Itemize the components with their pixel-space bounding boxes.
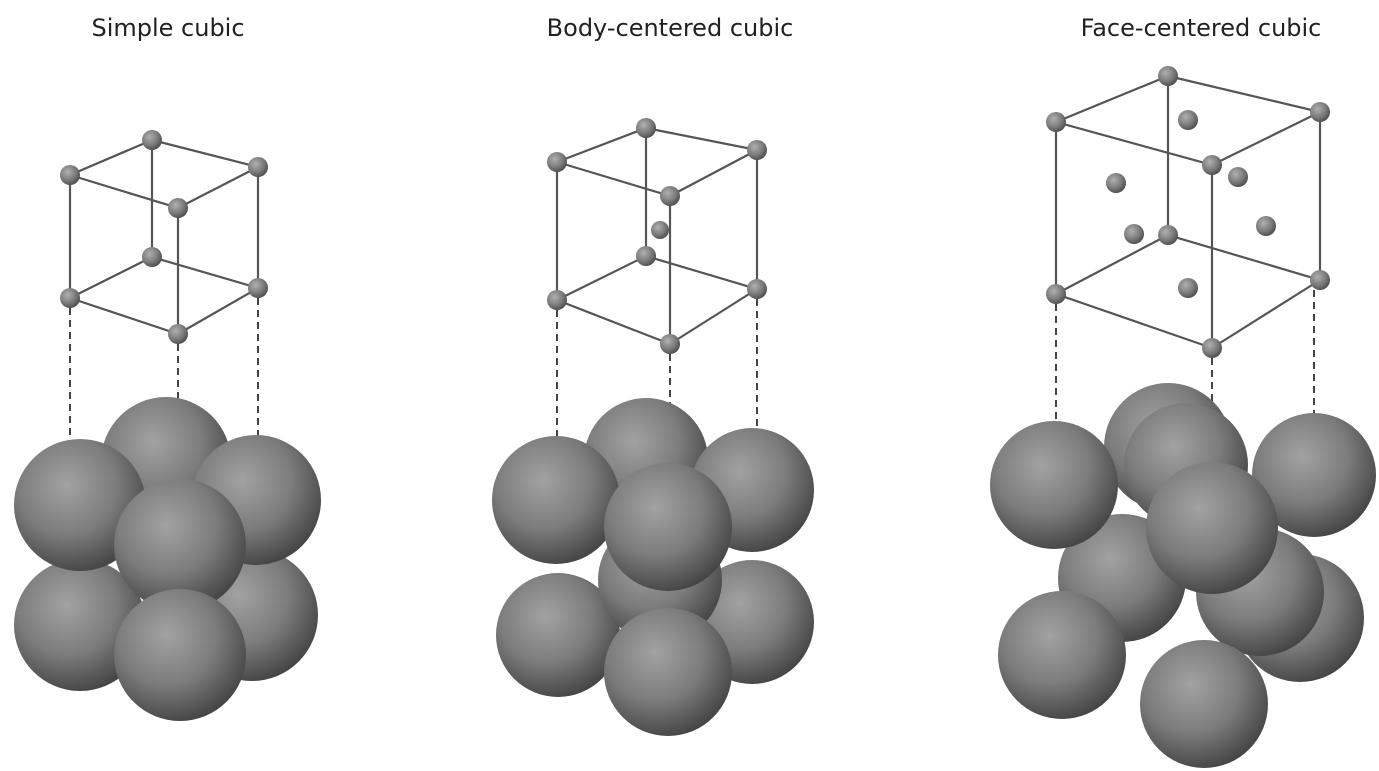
cell-edge <box>150 138 260 290</box>
cell-edge <box>555 126 648 164</box>
cell-edge <box>176 165 260 210</box>
corner-atom <box>1158 66 1178 86</box>
corner-atom <box>747 279 767 299</box>
packed-sphere <box>1140 640 1268 768</box>
corner-atom <box>636 246 656 266</box>
cell-edge <box>68 173 180 336</box>
cell-edge <box>68 138 154 177</box>
face-center-atom <box>1228 167 1248 187</box>
corner-atom <box>660 186 680 206</box>
fcc-packing <box>990 383 1376 768</box>
corner-atom <box>1202 338 1222 358</box>
simple-cubic-title: Simple cubic <box>91 14 245 42</box>
packed-sphere <box>990 421 1118 549</box>
face-center-atom <box>1124 224 1144 244</box>
corner-atom <box>248 157 268 177</box>
cell-edge <box>1054 74 1170 124</box>
corner-atom <box>660 334 680 354</box>
bcc-unit-cell <box>547 118 767 354</box>
cell-edge <box>1210 278 1322 350</box>
corner-atom <box>547 152 567 172</box>
corner-atom <box>142 130 162 150</box>
packed-sphere <box>14 439 146 571</box>
fcc-panel <box>990 66 1376 768</box>
simple-cubic-unit-cell <box>60 130 268 344</box>
corner-atom <box>1202 155 1222 175</box>
packed-sphere <box>1252 413 1376 537</box>
packed-sphere <box>492 436 620 564</box>
cell-edge <box>668 148 759 198</box>
corner-atom <box>1046 284 1066 304</box>
packed-sphere <box>604 463 732 591</box>
corner-atom <box>168 324 188 344</box>
corner-atom <box>142 247 162 267</box>
face-center-atom <box>1178 278 1198 298</box>
packed-sphere <box>14 559 146 691</box>
corner-atom <box>60 288 80 308</box>
corner-atom <box>1158 225 1178 245</box>
packed-sphere <box>114 479 246 611</box>
packed-sphere <box>998 591 1126 719</box>
face-center-atom <box>1256 216 1276 236</box>
packed-sphere <box>604 608 732 736</box>
corner-atom <box>547 290 567 310</box>
packed-sphere <box>1146 462 1278 594</box>
corner-atom <box>1046 112 1066 132</box>
bcc-packing <box>492 398 814 736</box>
corner-atom <box>168 198 188 218</box>
corner-atom <box>747 140 767 160</box>
corner-atom <box>1310 270 1330 290</box>
cell-edge <box>1210 110 1322 167</box>
bcc-panel <box>492 118 814 736</box>
corner-atom <box>248 278 268 298</box>
cell-edge <box>1054 233 1170 296</box>
face-center-atom <box>1106 173 1126 193</box>
corner-atom <box>60 165 80 185</box>
cell-edge <box>644 126 759 291</box>
cell-edge <box>68 255 154 300</box>
packed-sphere <box>496 573 620 697</box>
packed-sphere <box>114 589 246 721</box>
simple-cubic-packing <box>14 397 321 721</box>
simple-cubic-panel <box>14 130 321 721</box>
cell-edge <box>668 287 759 346</box>
body-centered-cubic-title: Body-centered cubic <box>546 14 794 42</box>
corner-atom <box>636 118 656 138</box>
cell-edge <box>555 254 648 302</box>
face-centered-cubic-title: Face-centered cubic <box>1080 14 1322 42</box>
fcc-unit-cell <box>1046 66 1330 358</box>
cell-edge <box>176 286 260 336</box>
face-center-atom <box>1178 110 1198 130</box>
body-center-atom <box>651 221 669 239</box>
corner-atom <box>1310 102 1330 122</box>
